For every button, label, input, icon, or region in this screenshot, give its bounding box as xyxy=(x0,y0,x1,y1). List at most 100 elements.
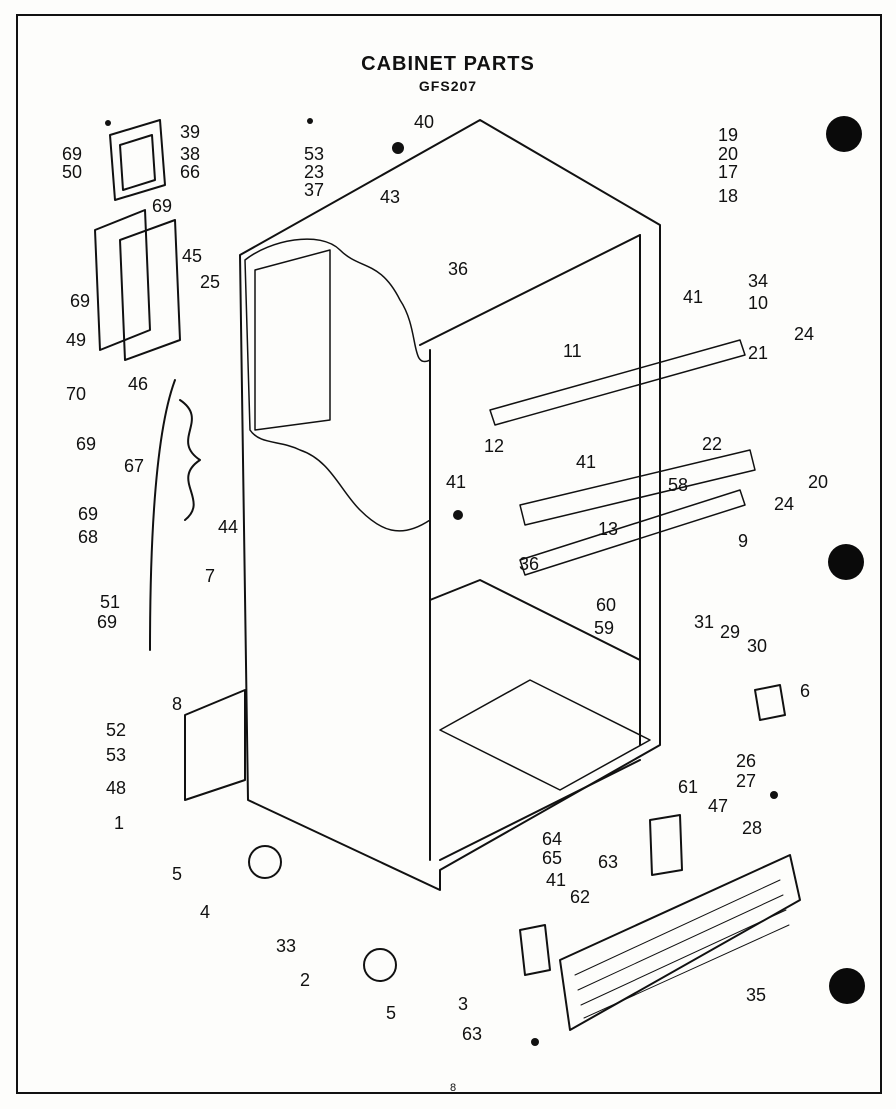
part-callout-66: 66 xyxy=(180,162,200,182)
part-callout-43: 43 xyxy=(380,187,400,207)
grille-louvers xyxy=(574,879,790,1019)
part-callout-67: 67 xyxy=(124,456,144,476)
part-callout-31: 31 xyxy=(694,612,714,632)
cabinet-bottom-front xyxy=(439,759,641,861)
cabinet-outline xyxy=(239,119,661,891)
binder-hole-middle xyxy=(828,544,864,580)
part-callout-26: 26 xyxy=(736,751,756,771)
part-callout-36: 36 xyxy=(519,554,539,574)
screw-63-bottom xyxy=(531,1038,539,1046)
roller-4 xyxy=(248,845,282,879)
cabinet-floor xyxy=(439,679,651,791)
diagram-title: CABINET PARTS xyxy=(361,53,535,75)
screw-53-top xyxy=(307,118,313,124)
part-callout-70: 70 xyxy=(66,384,86,404)
binder-hole-bottom xyxy=(829,968,865,1004)
part-callout-2: 2 xyxy=(300,970,310,990)
cutaway-outline xyxy=(244,238,431,532)
part-callout-37: 37 xyxy=(304,180,324,200)
part-callout-41: 41 xyxy=(683,287,703,307)
part-callout-53: 53 xyxy=(106,745,126,765)
gasket-frame-39 xyxy=(109,119,166,201)
part-callout-46: 46 xyxy=(128,374,148,394)
control-bracket-9 xyxy=(519,449,756,526)
part-callout-6: 6 xyxy=(800,681,810,701)
part-callout-20: 20 xyxy=(808,472,828,492)
part-callout-59: 59 xyxy=(594,618,614,638)
part-callout-40: 40 xyxy=(414,112,434,132)
part-callout-30: 30 xyxy=(747,636,767,656)
part-callout-69: 69 xyxy=(97,612,117,632)
part-callout-7: 7 xyxy=(205,566,215,586)
part-callout-33: 33 xyxy=(276,936,296,956)
part-callout-48: 48 xyxy=(106,778,126,798)
crossrail-13 xyxy=(519,489,746,576)
part-callout-28: 28 xyxy=(742,818,762,838)
bracket-62 xyxy=(519,924,551,976)
part-callout-69: 69 xyxy=(78,504,98,524)
heater-plate-49 xyxy=(94,209,151,351)
screw-69-top xyxy=(105,120,111,126)
back-panel-48 xyxy=(184,689,246,801)
part-callout-4: 4 xyxy=(200,902,210,922)
coil-44 xyxy=(179,399,201,521)
part-callout-63: 63 xyxy=(598,852,618,872)
part-callout-60: 60 xyxy=(596,595,616,615)
part-callout-65: 65 xyxy=(542,848,562,868)
page-border xyxy=(16,14,882,1094)
hinge-block-47 xyxy=(649,814,683,876)
part-callout-63: 63 xyxy=(462,1024,482,1044)
part-callout-1: 1 xyxy=(114,813,124,833)
part-callout-49: 49 xyxy=(66,330,86,350)
binder-hole-top xyxy=(826,116,862,152)
panel-70 xyxy=(119,219,181,361)
part-callout-52: 52 xyxy=(106,720,126,740)
part-callout-44: 44 xyxy=(218,517,238,537)
part-callout-5: 5 xyxy=(386,1003,396,1023)
hinge-bracket-26 xyxy=(754,684,786,721)
part-callout-29: 29 xyxy=(720,622,740,642)
part-callout-53: 53 xyxy=(304,144,324,164)
part-callout-27: 27 xyxy=(736,771,756,791)
part-callout-20: 20 xyxy=(718,144,738,164)
part-callout-3: 3 xyxy=(458,994,468,1014)
grommet-40 xyxy=(392,142,404,154)
control-channel-10 xyxy=(489,339,746,426)
part-callout-34: 34 xyxy=(748,271,768,291)
part-callout-45: 45 xyxy=(182,246,202,266)
part-callout-41: 41 xyxy=(546,870,566,890)
part-callout-50: 50 xyxy=(62,162,82,182)
part-callout-64: 64 xyxy=(542,829,562,849)
part-callout-35: 35 xyxy=(746,985,766,1005)
part-callout-11: 11 xyxy=(563,341,582,361)
part-callout-12: 12 xyxy=(484,436,504,456)
freezer-liner xyxy=(254,249,331,431)
cabinet-top-edge xyxy=(419,234,641,346)
part-callout-24: 24 xyxy=(774,494,794,514)
part-callout-41: 41 xyxy=(576,452,596,472)
part-callout-47: 47 xyxy=(708,796,728,816)
part-callout-5: 5 xyxy=(172,864,182,884)
screw-28 xyxy=(770,791,778,799)
part-callout-62: 62 xyxy=(570,887,590,907)
part-callout-21: 21 xyxy=(748,343,768,363)
part-callout-61: 61 xyxy=(678,777,698,797)
part-callout-19: 19 xyxy=(718,125,738,145)
part-callout-18: 18 xyxy=(718,186,738,206)
part-callout-9: 9 xyxy=(738,531,748,551)
gasket-inner-39 xyxy=(119,134,156,191)
page-number: 8 xyxy=(450,1082,457,1094)
part-callout-25: 25 xyxy=(200,272,220,292)
cabinet-rear-inner xyxy=(429,579,641,661)
part-callout-69: 69 xyxy=(62,144,82,164)
part-callout-36: 36 xyxy=(448,259,468,279)
part-callout-58: 58 xyxy=(668,475,688,495)
part-callout-69: 69 xyxy=(70,291,90,311)
part-callout-24: 24 xyxy=(794,324,814,344)
part-callout-51: 51 xyxy=(100,592,120,612)
model-number: GFS207 xyxy=(418,78,478,94)
part-callout-17: 17 xyxy=(718,162,738,182)
part-callout-41: 41 xyxy=(446,472,466,492)
